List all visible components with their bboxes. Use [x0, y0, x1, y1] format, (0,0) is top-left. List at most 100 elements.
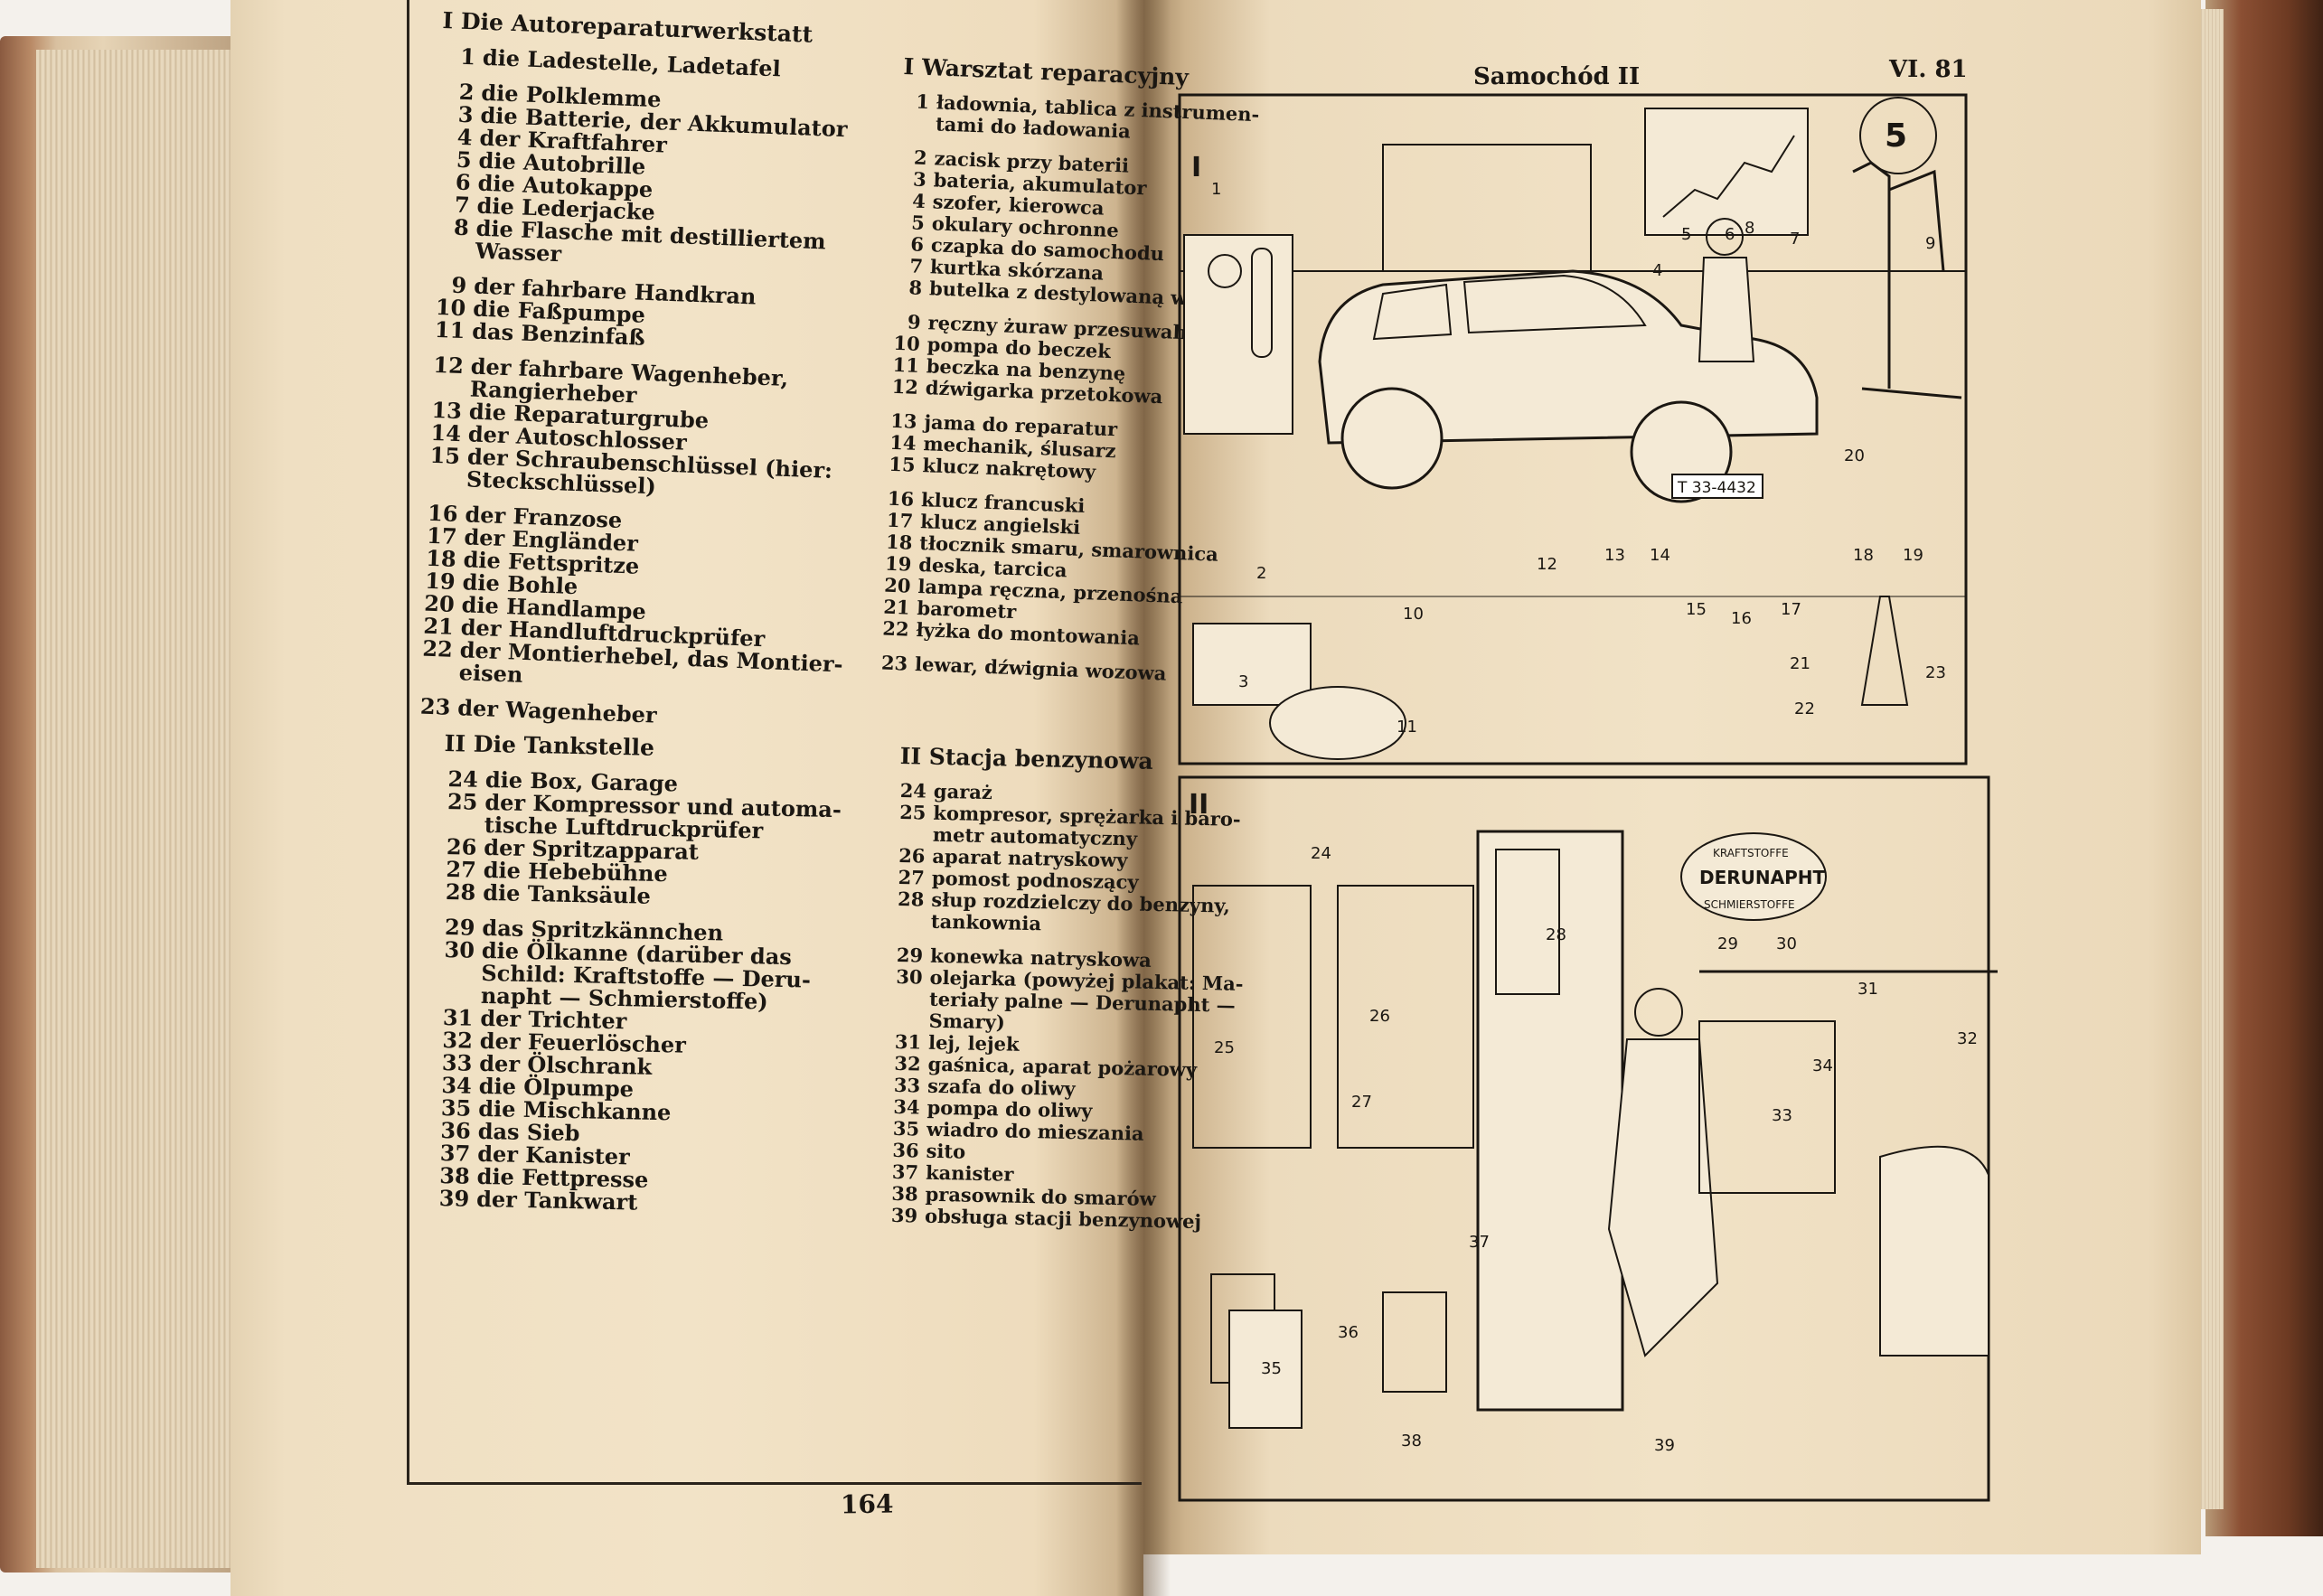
entry-number: 33: [441, 1049, 473, 1076]
svg-text:17: 17: [1781, 600, 1801, 619]
entry-number: 28: [445, 878, 476, 906]
entry-number: 2: [913, 146, 928, 170]
entry-number: 4: [911, 189, 926, 213]
entry-number: 34: [893, 1094, 920, 1119]
svg-text:33: 33: [1772, 1106, 1792, 1125]
entry-number: [417, 659, 452, 682]
svg-text:9: 9: [1925, 234, 1935, 253]
entry-number: 4: [456, 123, 474, 151]
svg-text:18: 18: [1853, 546, 1874, 565]
svg-text:KRAFTSTOFFE: KRAFTSTOFFE: [1713, 847, 1789, 859]
entry-number: 23: [419, 692, 451, 720]
entry-number: 8: [908, 276, 923, 299]
entry-number: 37: [439, 1139, 471, 1167]
entry-number: 17: [886, 508, 914, 532]
entry-number: 6: [455, 168, 472, 196]
entry-number: 2: [458, 78, 475, 106]
page-number: 164: [840, 1488, 894, 1520]
svg-text:32: 32: [1957, 1029, 1978, 1048]
svg-text:29: 29: [1717, 934, 1738, 953]
entry-text: die Tanksäule: [482, 878, 652, 909]
entry-number: 28: [897, 887, 925, 911]
svg-text:24: 24: [1311, 844, 1331, 863]
entry-number: [897, 910, 924, 933]
left-page: [230, 0, 1143, 1596]
entry-number: 21: [882, 595, 911, 619]
svg-text:SCHMIERSTOFFE: SCHMIERSTOFFE: [1704, 898, 1795, 911]
book-gutter: [1116, 0, 1171, 1596]
entry-number: 5: [456, 146, 473, 174]
entry-number: 23: [880, 651, 908, 675]
svg-text:34: 34: [1812, 1056, 1833, 1075]
entry-number: 39: [438, 1184, 470, 1212]
entry-number: 33: [893, 1073, 921, 1097]
entry-number: 26: [446, 833, 477, 860]
svg-text:3: 3: [1238, 672, 1248, 691]
entry-number: 25: [447, 788, 478, 815]
svg-text:26: 26: [1369, 1007, 1390, 1026]
entry-number: 8: [453, 213, 470, 241]
entry-number: 20: [883, 573, 911, 597]
entry-text: Smary): [928, 1009, 1006, 1034]
entry-text: Steckschlüssel): [466, 465, 657, 500]
entry-number: [439, 983, 475, 1007]
entry-number: 14: [889, 430, 917, 455]
entry-number: 27: [446, 856, 477, 883]
page-stack-left: [36, 50, 262, 1568]
entry-text: kanister: [925, 1160, 1014, 1186]
entry-number: 31: [894, 1029, 922, 1054]
entry-text: der Tankwart: [475, 1185, 638, 1216]
section1-title-pl: I Warsztat reparacyjny: [903, 53, 1190, 91]
svg-text:28: 28: [1546, 925, 1566, 944]
entry-text: tankownia: [930, 909, 1042, 935]
entry-number: 1: [459, 42, 476, 70]
right-header-title: Samochód II: [1473, 63, 1641, 90]
entry-number: 13: [889, 408, 917, 433]
entry-number: 11: [434, 315, 466, 344]
entry-number: [443, 812, 478, 836]
entry-number: 22: [881, 616, 910, 641]
svg-text:10: 10: [1403, 605, 1424, 624]
entry-number: 27: [898, 865, 926, 889]
entry-number: 29: [896, 943, 924, 967]
entry-number: 30: [896, 964, 923, 989]
svg-text:DERUNAPHT: DERUNAPHT: [1699, 867, 1826, 888]
entry-number: 32: [442, 1027, 474, 1054]
entry-number: 37: [891, 1159, 919, 1184]
svg-text:20: 20: [1844, 446, 1865, 465]
entry-number: 15: [429, 441, 461, 470]
entry-number: [901, 112, 929, 135]
svg-text:38: 38: [1401, 1432, 1422, 1450]
svg-text:21: 21: [1790, 654, 1810, 673]
entry-number: 25: [898, 801, 926, 824]
entry-number: 18: [885, 530, 913, 554]
entry-text: Wasser: [475, 237, 562, 268]
svg-text:23: 23: [1925, 663, 1946, 682]
svg-text:14: 14: [1650, 546, 1670, 565]
entry-text: eisen: [458, 659, 523, 688]
svg-text:16: 16: [1731, 609, 1752, 628]
entry-number: 1: [915, 89, 930, 114]
panel-workshop: I 5 T 33-4432: [1178, 93, 1968, 765]
entry-number: 36: [892, 1138, 919, 1162]
entry-number: 38: [439, 1161, 471, 1189]
right-header-code: VI. 81: [1889, 56, 1968, 83]
svg-text:25: 25: [1214, 1038, 1235, 1057]
svg-text:27: 27: [1351, 1093, 1372, 1112]
svg-text:19: 19: [1903, 546, 1923, 565]
entry-number: 10: [893, 331, 921, 355]
svg-text:8: 8: [1745, 219, 1754, 238]
entry-number: 36: [440, 1117, 472, 1144]
svg-text:6: 6: [1725, 225, 1735, 244]
entry-number: 29: [444, 914, 475, 941]
svg-text:36: 36: [1338, 1323, 1359, 1342]
entry-number: [898, 823, 926, 846]
entry-number: [425, 466, 460, 490]
svg-text:15: 15: [1686, 600, 1707, 619]
